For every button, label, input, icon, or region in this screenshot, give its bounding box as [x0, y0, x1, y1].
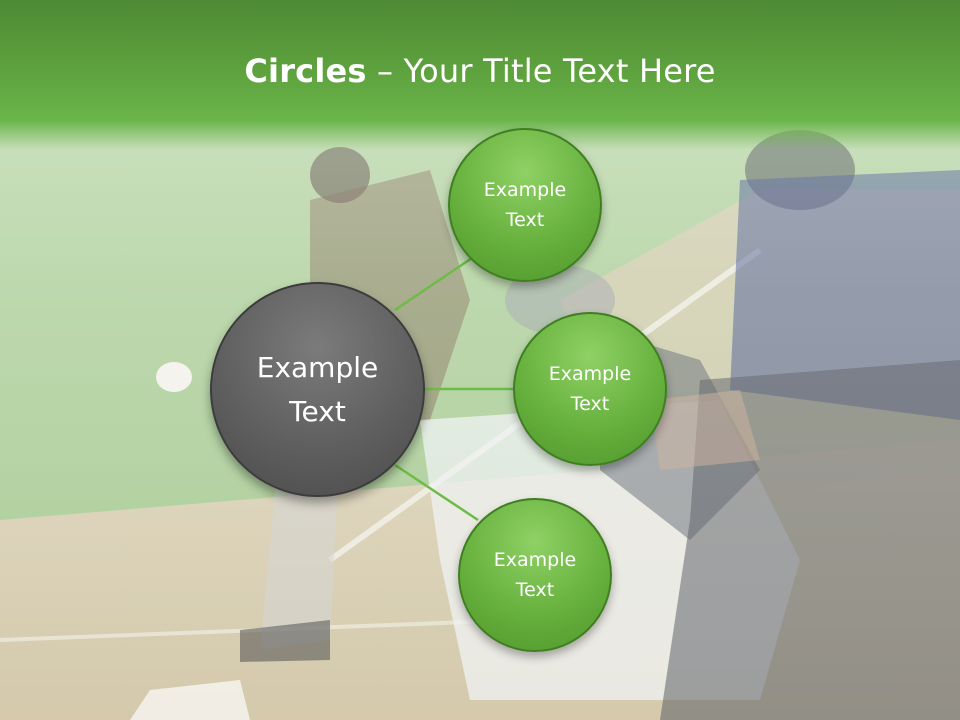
- node-1-label: Example Text: [483, 179, 567, 231]
- node-2-label: Example Text: [548, 363, 632, 415]
- node-circle-2[interactable]: Example Text: [513, 312, 667, 466]
- title-rest-part: – Your Title Text Here: [366, 52, 716, 90]
- title-bold-part: Circles: [244, 52, 367, 90]
- connector-3: [394, 463, 479, 522]
- node-circle-3[interactable]: Example Text: [458, 498, 612, 652]
- title-bar: [0, 0, 960, 150]
- node-circle-1[interactable]: Example Text: [448, 128, 602, 282]
- slide-title[interactable]: Circles – Your Title Text Here: [0, 52, 960, 90]
- center-circle-label: Example Text: [256, 350, 379, 428]
- node-3-label: Example Text: [493, 549, 577, 601]
- connector-1: [394, 256, 473, 312]
- center-circle[interactable]: Example Text: [210, 282, 425, 497]
